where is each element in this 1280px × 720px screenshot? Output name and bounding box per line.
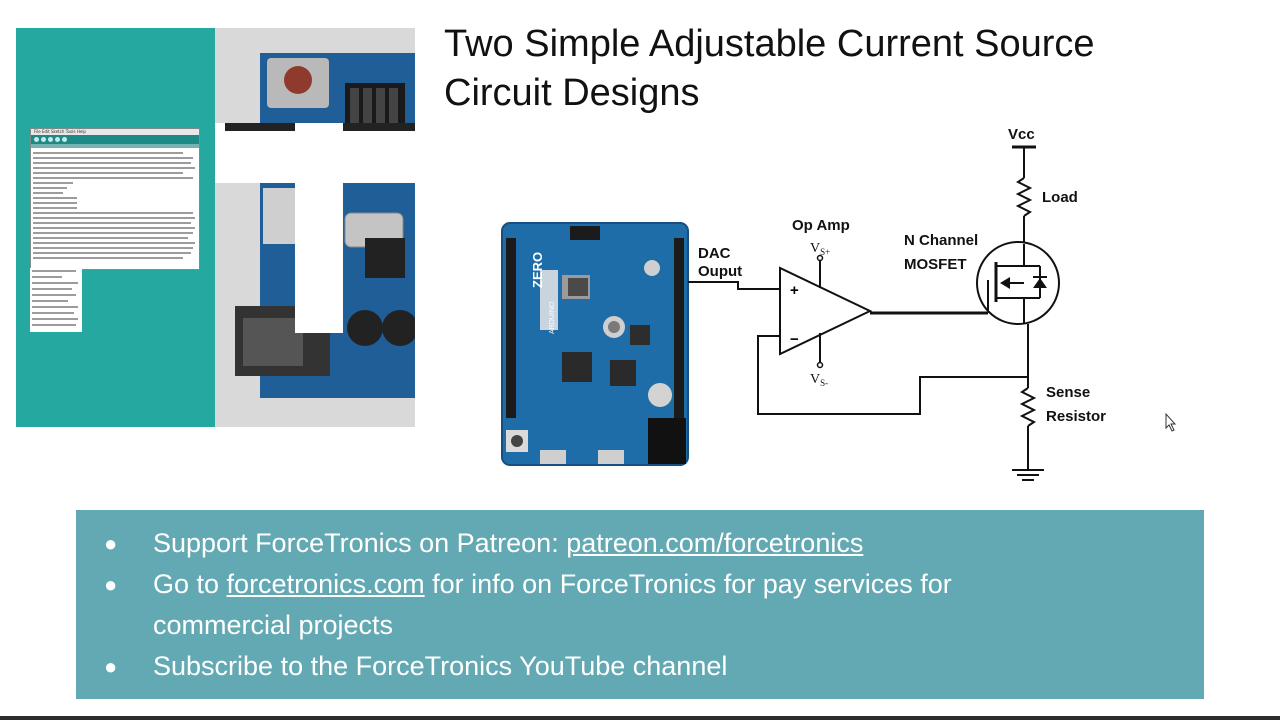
ide-code-area xyxy=(31,148,199,266)
sense-resistor-symbol xyxy=(1019,387,1037,427)
bullet-item-patreon: ● Support ForceTronics on Patreon: patre… xyxy=(76,523,1073,564)
bullet-text: Subscribe to the ForceTronics YouTube ch… xyxy=(153,651,728,681)
slide-title-line-2: Circuit Designs xyxy=(444,72,700,114)
feedback-wire xyxy=(757,335,1028,415)
op-amp-minus-sign: − xyxy=(790,331,799,348)
op-amp-label: Op Amp xyxy=(792,217,850,234)
ide-open-icon xyxy=(55,137,60,142)
dac-label-line-2: Ouput xyxy=(698,263,742,280)
forcetronics-website-link[interactable]: forcetronics.com xyxy=(226,569,425,599)
ide-tab-strip xyxy=(31,144,199,148)
patreon-link[interactable]: patreon.com/forcetronics xyxy=(566,528,864,558)
sense-label-line-1: Sense xyxy=(1046,384,1090,401)
slide-title-line-1: Two Simple Adjustable Current Source xyxy=(444,23,1095,65)
ide-upload-icon xyxy=(41,137,46,142)
ide-save-icon xyxy=(62,137,67,142)
mosfet-label-line-2: MOSFET xyxy=(904,256,967,273)
board-maker-text: ARDUINO xyxy=(549,301,556,334)
mosfet-label-line-1: N Channel xyxy=(904,232,978,249)
board-photo-graphic xyxy=(215,28,415,427)
mouse-cursor-icon xyxy=(1165,412,1177,432)
info-bullet-box: ● Support ForceTronics on Patreon: patre… xyxy=(76,510,1204,699)
bullet-text: Support ForceTronics on Patreon: xyxy=(153,528,567,558)
bullet-dot-icon: ● xyxy=(104,654,118,679)
slide-title: Two Simple Adjustable Current Source Cir… xyxy=(444,20,1244,118)
load-resistor-symbol xyxy=(1015,177,1033,217)
n-channel-mosfet-symbol xyxy=(976,241,1060,325)
vcc-label: Vcc xyxy=(1008,126,1035,143)
ide-code-overflow xyxy=(30,268,82,332)
bullet-list: ● Support ForceTronics on Patreon: patre… xyxy=(76,510,1204,687)
ide-menu-bar: File Edit Sketch Tools Help xyxy=(31,129,199,135)
load-label: Load xyxy=(1042,189,1078,206)
vs-minus-label: VS- xyxy=(810,372,828,388)
bullet-item-website: ● Go to forcetronics.com for info on For… xyxy=(76,564,1073,646)
ide-verify-icon xyxy=(34,137,39,142)
op-amp-plus-sign: + xyxy=(790,282,799,299)
arduino-zero-board: ZERO ARDUINO xyxy=(501,222,689,466)
arduino-ide-screenshot: File Edit Sketch Tools Help xyxy=(30,128,200,270)
vs-plus-label: VS+ xyxy=(810,241,830,257)
bullet-item-youtube: ● Subscribe to the ForceTronics YouTube … xyxy=(76,646,1073,687)
bullet-dot-icon: ● xyxy=(104,531,118,556)
dac-label-line-1: DAC xyxy=(698,245,731,262)
circuit-schematic: ZERO ARDUINO DAC Ouput Op Amp VS+ VS- + … xyxy=(501,126,1177,481)
board-brand-text: ZERO xyxy=(530,252,545,288)
ide-toolbar xyxy=(31,135,199,144)
sense-label-line-2: Resistor xyxy=(1046,408,1106,425)
forcetronics-logo-image: File Edit Sketch Tools Help xyxy=(16,28,415,427)
dac-output-wire xyxy=(688,281,780,290)
ground-symbol xyxy=(1012,469,1044,481)
video-bottom-edge xyxy=(0,716,1280,720)
bullet-dot-icon: ● xyxy=(104,572,118,597)
ide-new-icon xyxy=(48,137,53,142)
bullet-text: for info on ForceTronics for pay service… xyxy=(153,569,952,640)
op-amp-symbol xyxy=(779,266,873,356)
arduino-board-photo xyxy=(215,28,415,427)
bullet-text: Go to xyxy=(153,569,227,599)
circuit-diagram: ZERO ARDUINO DAC Ouput Op Amp VS+ VS- + … xyxy=(490,120,1190,490)
